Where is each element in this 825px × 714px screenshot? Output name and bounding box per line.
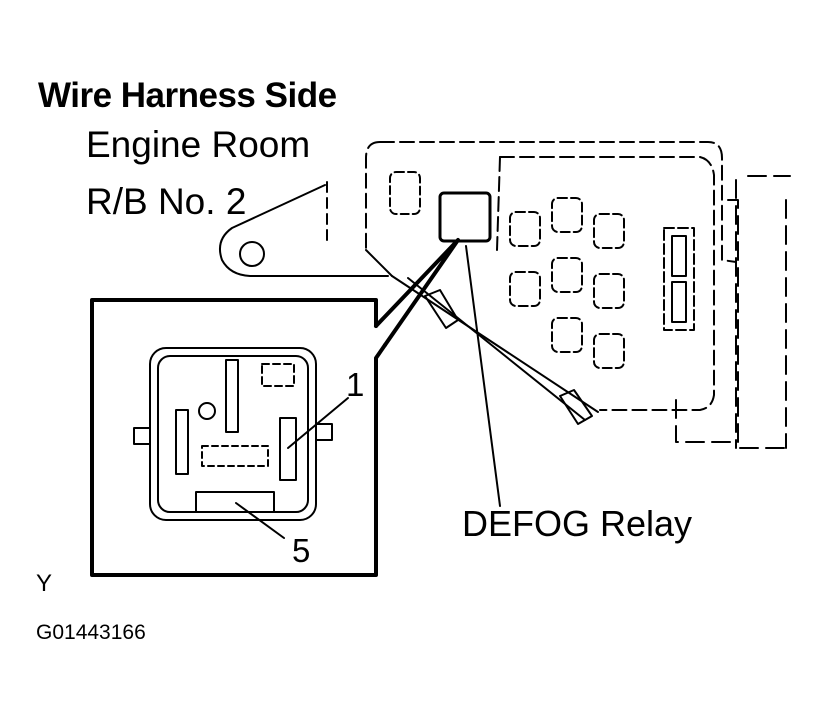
housing-slot xyxy=(663,227,695,331)
location-line-1: Engine Room xyxy=(86,124,311,165)
corner-letter: Y xyxy=(36,570,53,597)
pin1-leader xyxy=(287,397,349,449)
defog-relay-socket xyxy=(438,191,492,243)
mounting-bracket xyxy=(219,181,393,277)
terminal-cavity xyxy=(225,359,239,433)
key-hole xyxy=(198,402,216,420)
figure-code: G01443166 xyxy=(36,621,146,644)
diagram-title: Wire Harness Side xyxy=(38,76,337,115)
relay-connector xyxy=(133,347,333,521)
pin5-leader xyxy=(235,502,285,539)
pin-5-label: 5 xyxy=(292,532,311,569)
housing-lower-edge xyxy=(391,275,599,425)
terminal-cavity xyxy=(261,363,295,387)
relay-block-right-edge xyxy=(675,175,791,449)
pin-1-label: 1 xyxy=(346,366,365,403)
fuse-cavity xyxy=(389,171,421,215)
terminal-cavity xyxy=(279,417,297,481)
relay-block-housing xyxy=(365,141,737,411)
detail-box xyxy=(90,298,387,577)
fuse-cavity-grid xyxy=(509,197,625,369)
relay-label: DEFOG Relay xyxy=(462,503,693,544)
terminal-cavity xyxy=(195,491,275,513)
detail-pointer xyxy=(374,238,460,347)
relay-leader xyxy=(465,245,501,507)
location-line-2: R/B No. 2 xyxy=(86,181,247,222)
terminal-cavity xyxy=(201,445,269,467)
terminal-cavity xyxy=(175,409,189,475)
